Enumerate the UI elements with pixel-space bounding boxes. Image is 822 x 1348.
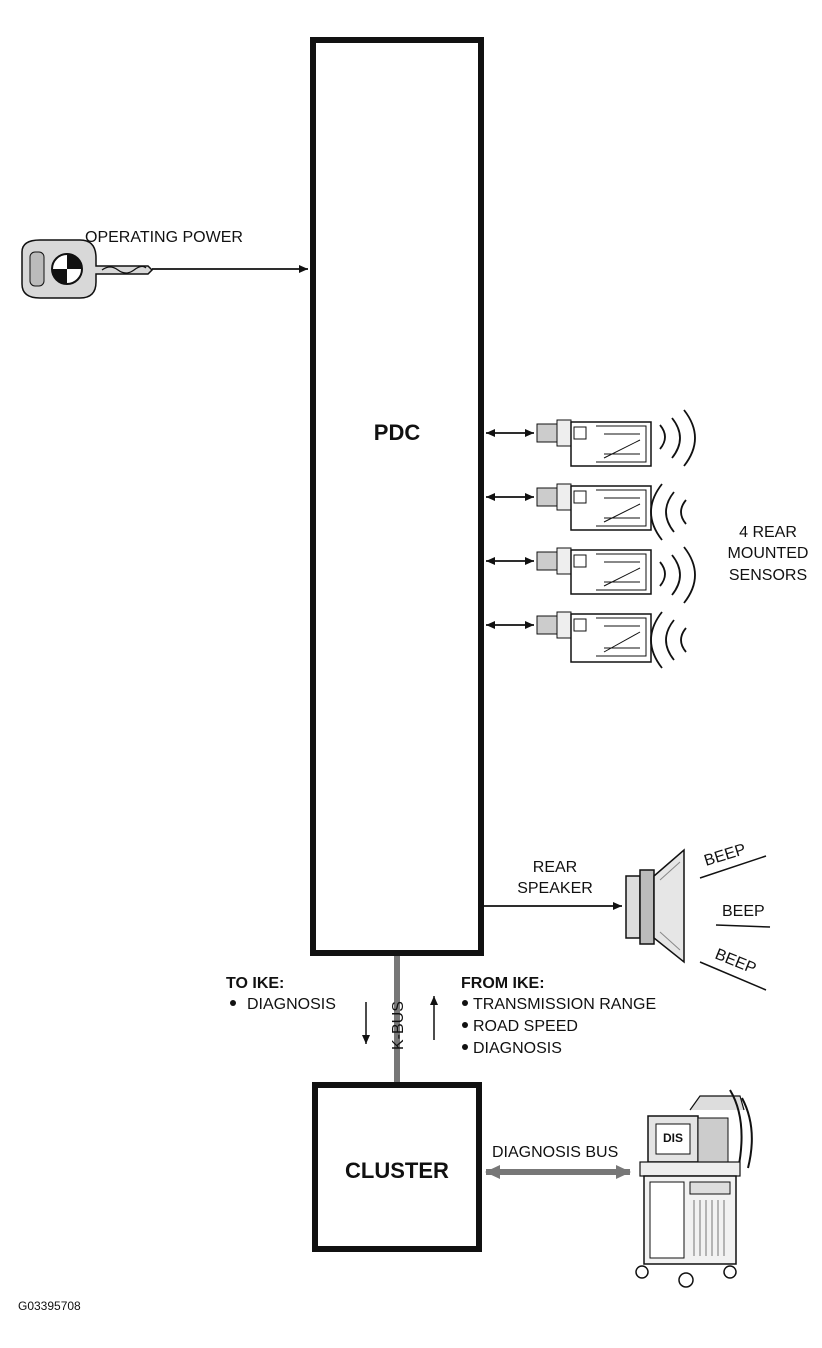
sensor-2 <box>486 483 687 541</box>
pdc-module: PDC <box>310 37 484 956</box>
cluster-label: CLUSTER <box>345 1158 449 1183</box>
speaker-label-line-1: REAR <box>533 859 577 876</box>
to-ike-item-1: DIAGNOSIS <box>247 996 336 1013</box>
speaker-icon <box>625 848 685 964</box>
beep-3: BEEP <box>713 946 759 978</box>
sensor-group <box>486 409 696 669</box>
pdc-label: PDC <box>374 420 421 445</box>
sensor-3 <box>486 546 696 604</box>
ultrasonic-sensor-icon <box>536 611 652 663</box>
bullet <box>462 1022 468 1028</box>
sensor-4 <box>486 611 687 669</box>
sensors-label-line-1: 4 REAR <box>739 524 797 541</box>
beep-group: BEEP BEEP BEEP <box>699 841 771 991</box>
dis-screen-label: DIS <box>663 1131 683 1145</box>
to-ike-title: TO IKE: <box>226 975 284 992</box>
speaker-label-line-2: SPEAKER <box>517 880 593 897</box>
bullet <box>462 1044 468 1050</box>
from-ike-item-3: DIAGNOSIS <box>473 1040 562 1057</box>
cluster-module: CLUSTER <box>312 1082 482 1252</box>
sensor-1 <box>486 409 696 467</box>
sensors-label-line-3: SENSORS <box>729 567 807 584</box>
diagnosis-bus-label: DIAGNOSIS BUS <box>492 1144 618 1161</box>
ultrasonic-sensor-icon <box>536 483 652 531</box>
from-ike-item-2: ROAD SPEED <box>473 1018 578 1035</box>
from-ike-title: FROM IKE: <box>461 975 545 992</box>
from-ike-item-1: TRANSMISSION RANGE <box>473 996 656 1013</box>
sensors-label-line-2: MOUNTED <box>728 545 809 562</box>
ultrasonic-sensor-icon <box>536 419 652 467</box>
bullet <box>230 1000 236 1006</box>
figure-id: G03395708 <box>18 1299 81 1313</box>
diagnostic-tester-icon: DIS <box>635 1089 753 1288</box>
beep-1: BEEP <box>702 841 748 870</box>
bullet <box>462 1000 468 1006</box>
car-key-icon <box>21 239 154 299</box>
operating-power-label: OPERATING POWER <box>85 229 243 246</box>
beep-2: BEEP <box>722 903 765 920</box>
ultrasonic-sensor-icon <box>536 547 652 595</box>
k-bus-label: K-BUS <box>390 1001 407 1050</box>
